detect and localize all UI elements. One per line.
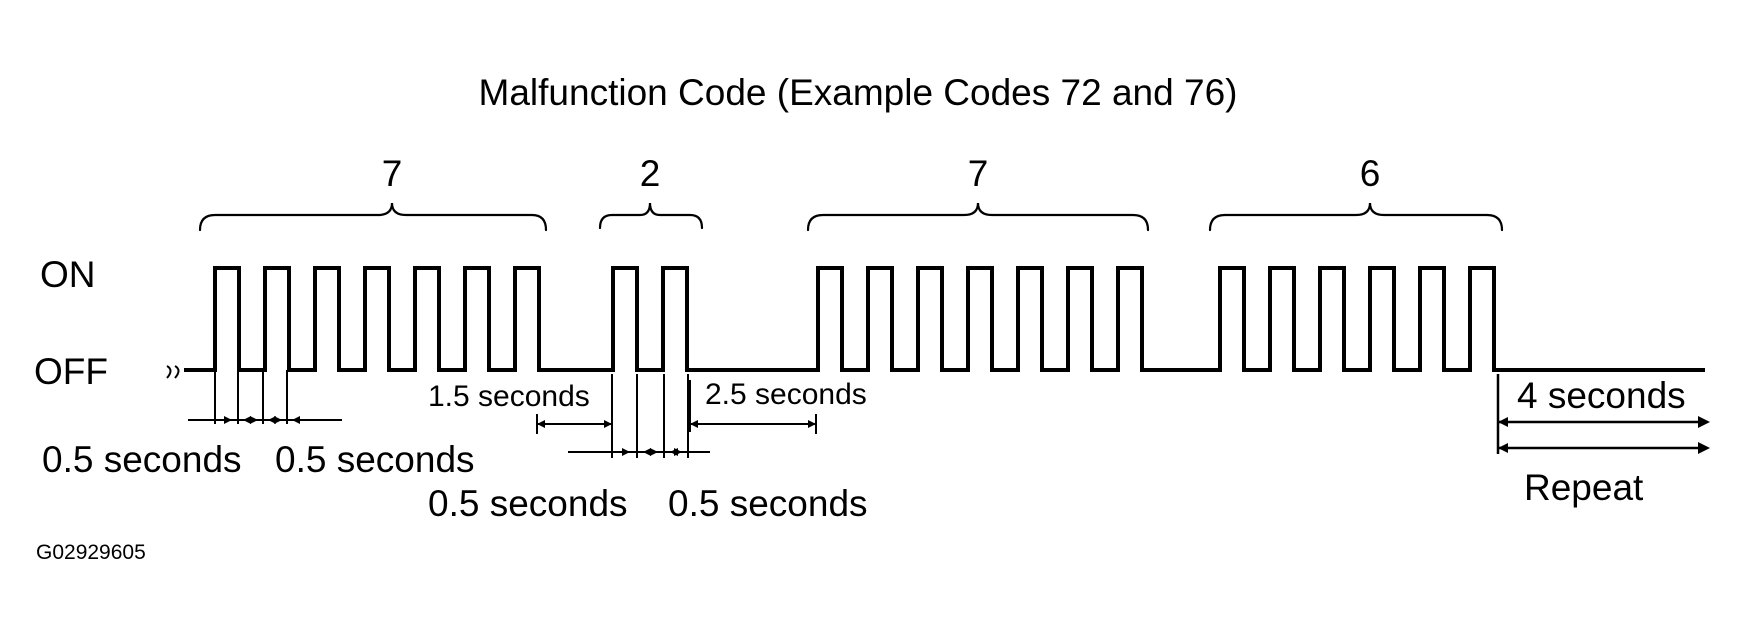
timing-label-b-off: 0.5 seconds bbox=[668, 483, 868, 524]
timing-group-b bbox=[568, 374, 710, 458]
break-mark bbox=[166, 365, 180, 379]
code-gap-label: 2.5 seconds bbox=[705, 378, 867, 411]
timing-label-b-on: 0.5 seconds bbox=[428, 483, 628, 524]
digit-label-4: 6 bbox=[1360, 153, 1381, 194]
timing-group-a bbox=[188, 370, 342, 424]
digit-brace-4 bbox=[1208, 202, 1504, 232]
repeat-label: Repeat bbox=[1524, 467, 1644, 508]
digit-brace-1 bbox=[198, 202, 548, 232]
off-label: OFF bbox=[34, 351, 108, 392]
repeat-gap-marker bbox=[1496, 374, 1710, 454]
digit-brace-3 bbox=[806, 202, 1150, 232]
digit-label-2: 2 bbox=[640, 153, 661, 194]
digit-brace-2 bbox=[598, 202, 704, 230]
code-gap-marker bbox=[689, 380, 817, 434]
digit-gap-label: 1.5 seconds bbox=[428, 380, 590, 413]
digit-label-3: 7 bbox=[968, 153, 989, 194]
digit-label-1: 7 bbox=[382, 153, 403, 194]
timing-label-a-off: 0.5 seconds bbox=[275, 439, 475, 480]
figure-id: G02929605 bbox=[36, 541, 146, 564]
timing-label-a-on: 0.5 seconds bbox=[42, 439, 242, 480]
repeat-gap-label: 4 seconds bbox=[1517, 375, 1686, 416]
diagram-title: Malfunction Code (Example Codes 72 and 7… bbox=[479, 72, 1238, 113]
signal-waveform bbox=[184, 266, 1705, 372]
on-label: ON bbox=[40, 254, 96, 295]
